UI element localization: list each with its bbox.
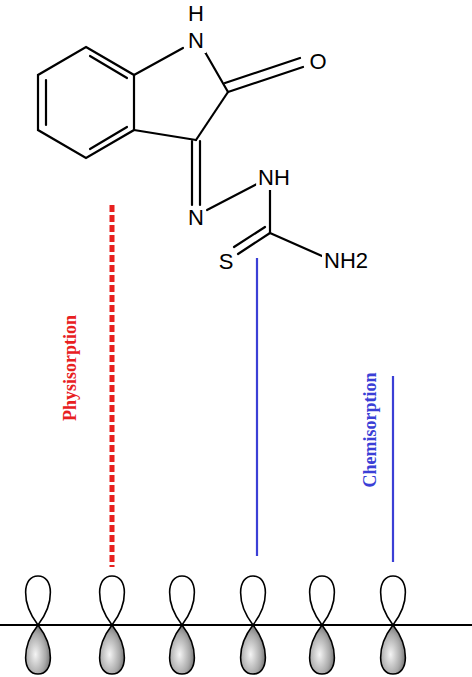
orbital-upper-lobe (310, 576, 335, 625)
chemisorption-line (392, 376, 394, 562)
atom-label: N (186, 29, 206, 53)
orbital-lower-lobe (170, 625, 195, 674)
orbital-lower-lobe (310, 625, 335, 674)
metal-surface (0, 624, 472, 626)
orbital-upper-lobe (100, 576, 125, 625)
atom-label: N (186, 206, 206, 230)
orbital-lower-lobe (26, 625, 51, 674)
chemisorption-label: Chemisorption (360, 370, 380, 489)
atom-label: NH (256, 166, 292, 190)
orbital-lower-lobe (100, 625, 125, 674)
atom-label: S (217, 250, 236, 274)
molecule-bonds (38, 47, 322, 256)
atom-label: H (186, 2, 206, 26)
physisorption-label: Physisorption (60, 313, 80, 423)
atom-label: NH2 (322, 249, 370, 273)
orbital-upper-lobe (170, 576, 195, 625)
orbital-upper-lobe (26, 576, 51, 625)
physisorption-line (110, 205, 115, 567)
chemisorption-line (256, 258, 258, 556)
orbital-lower-lobe (241, 625, 266, 674)
orbital-upper-lobe (241, 576, 266, 625)
atom-label: O (307, 50, 328, 74)
orbital-upper-lobe (381, 576, 406, 625)
orbital-lower-lobe (381, 625, 406, 674)
